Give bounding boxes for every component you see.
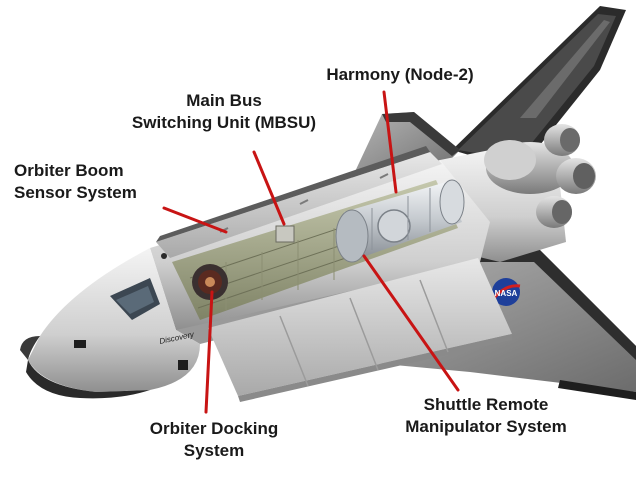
mbsu-label: Main Bus Switching Unit (MBSU) [108, 90, 340, 134]
boom-label-line1: Orbiter Boom [14, 161, 124, 180]
leader-lines [162, 90, 460, 414]
harmony-module [335, 179, 465, 263]
rms-label-line2: Manipulator System [405, 417, 567, 436]
docking-leader-line [204, 290, 214, 414]
harmony-label-line1: Harmony (Node-2) [326, 65, 474, 84]
rms-label: Shuttle Remote Manipulator System [388, 394, 584, 438]
mbsu-label-line1: Main Bus [186, 91, 262, 110]
lower-bay-door [208, 258, 512, 402]
harmony-leader-line [382, 90, 398, 194]
docking-label-line1: Orbiter Docking [149, 419, 279, 438]
boom-leader-line [162, 206, 228, 234]
main-engines [536, 124, 596, 228]
boom-label-line2: Sensor System [14, 183, 137, 202]
crew-cabin: Discovery [20, 248, 200, 399]
docking-system [192, 264, 228, 300]
agency-logo-text: NASA [495, 289, 518, 298]
harmony-label: Harmony (Node-2) [300, 64, 500, 86]
mbsu-label-line2: Switching Unit (MBSU) [131, 113, 317, 132]
boom-sensor-label: Orbiter Boom Sensor System [14, 160, 137, 204]
vertical-stabilizer [452, 6, 626, 170]
mbsu-leader-line [252, 150, 286, 226]
rms-leader-line [362, 254, 460, 392]
mbsu-box [275, 225, 295, 243]
nasa-logo-icon: NASA [492, 278, 521, 306]
rms-label-line1: Shuttle Remote [423, 395, 549, 414]
docking-label-line2: System [183, 441, 245, 460]
upper-bay-door [156, 146, 442, 258]
docking-system-label: Orbiter Docking System [128, 418, 300, 462]
